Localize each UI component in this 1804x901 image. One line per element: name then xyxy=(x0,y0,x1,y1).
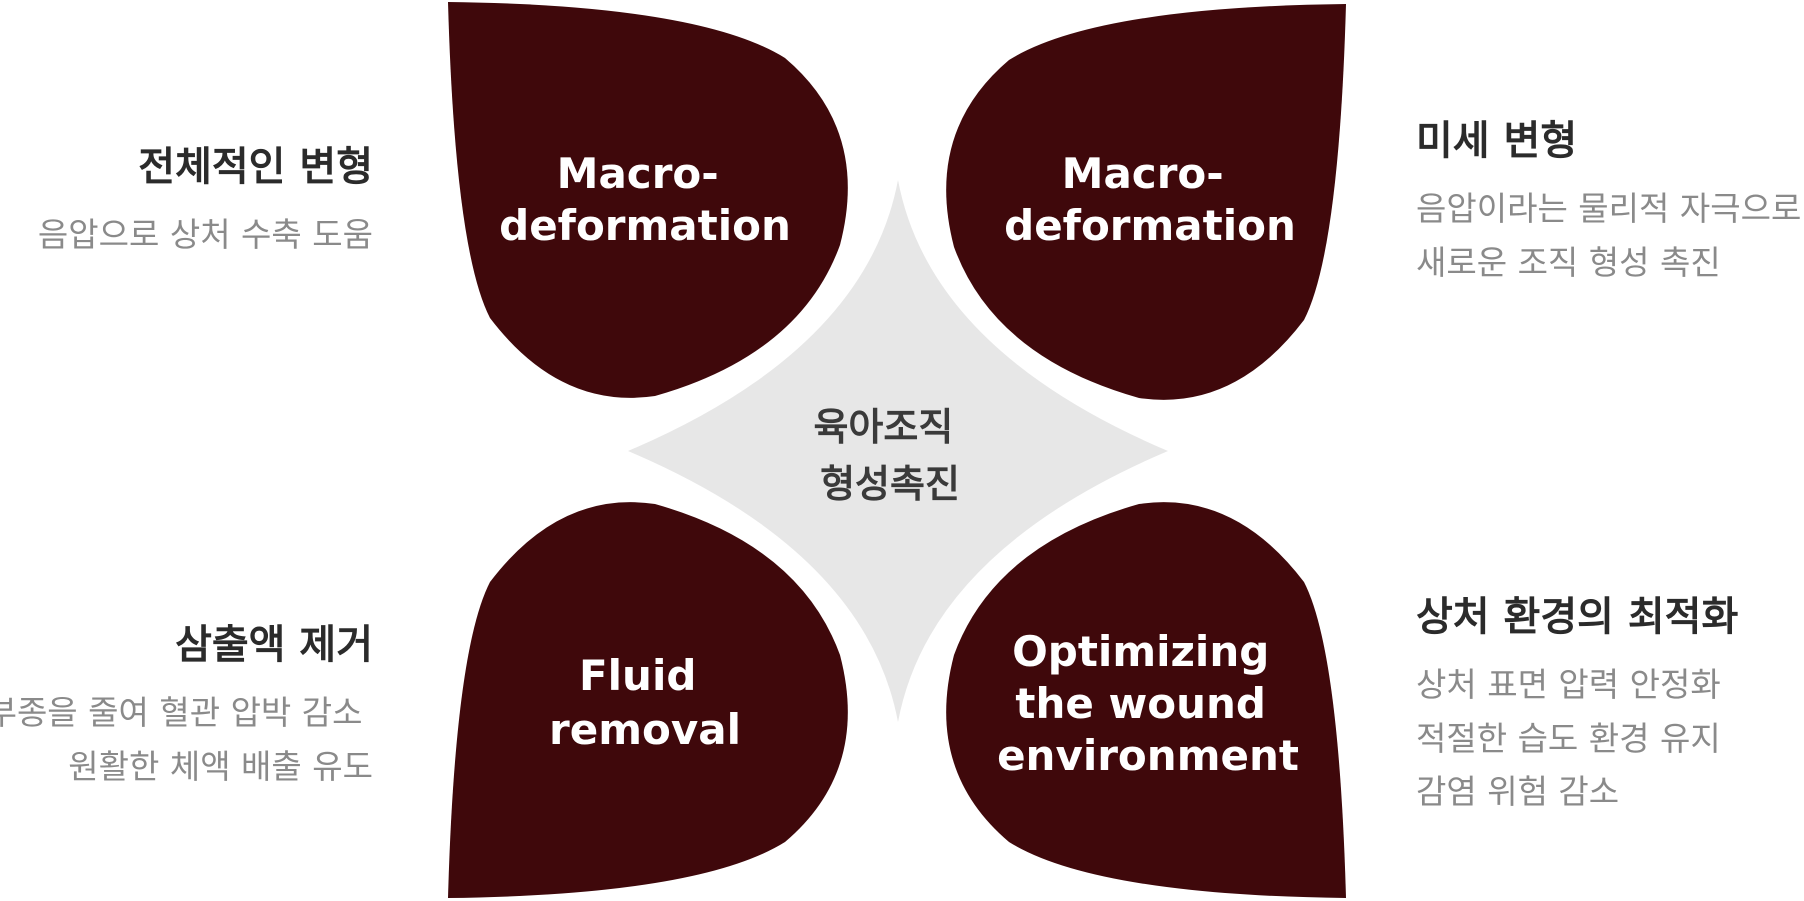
petal-bottom-right-label: Optimizing the wound environment xyxy=(997,627,1299,780)
petal-top-left-label: Macro- deformation xyxy=(499,149,791,250)
note-bottom-right-heading: 상처 환경의 최적화 xyxy=(1416,594,1738,640)
petal-top-right-label: Macro- deformation xyxy=(1004,149,1296,250)
note-bottom-left-text: 부종을 줄여 혈관 압박 감소 원활한 체액 배출 유도 xyxy=(0,693,373,786)
petal-top-left xyxy=(448,2,848,398)
petal-bottom-left xyxy=(448,502,848,898)
petal-top-right xyxy=(946,4,1346,400)
note-top-left-heading: 전체적인 변형 xyxy=(138,144,373,190)
note-bottom-left-heading: 삼출액 제거 xyxy=(175,622,373,668)
petal-bottom-left-label: Fluid removal xyxy=(549,651,741,754)
note-top-left-text: 음압으로 상처 수축 도움 xyxy=(38,215,373,254)
note-top-right-heading: 미세 변형 xyxy=(1416,118,1577,164)
center-star-shape xyxy=(628,180,1168,722)
petal-bottom-right xyxy=(946,502,1346,898)
center-label: 육아조직 형성촉진 xyxy=(813,405,966,506)
note-top-right-text: 음압이라는 물리적 자극으로 새로운 조직 형성 촉진 xyxy=(1416,189,1804,282)
note-bottom-right-text: 상처 표면 압력 안정화 적절한 습도 환경 유지 감염 위험 감소 xyxy=(1416,665,1731,811)
